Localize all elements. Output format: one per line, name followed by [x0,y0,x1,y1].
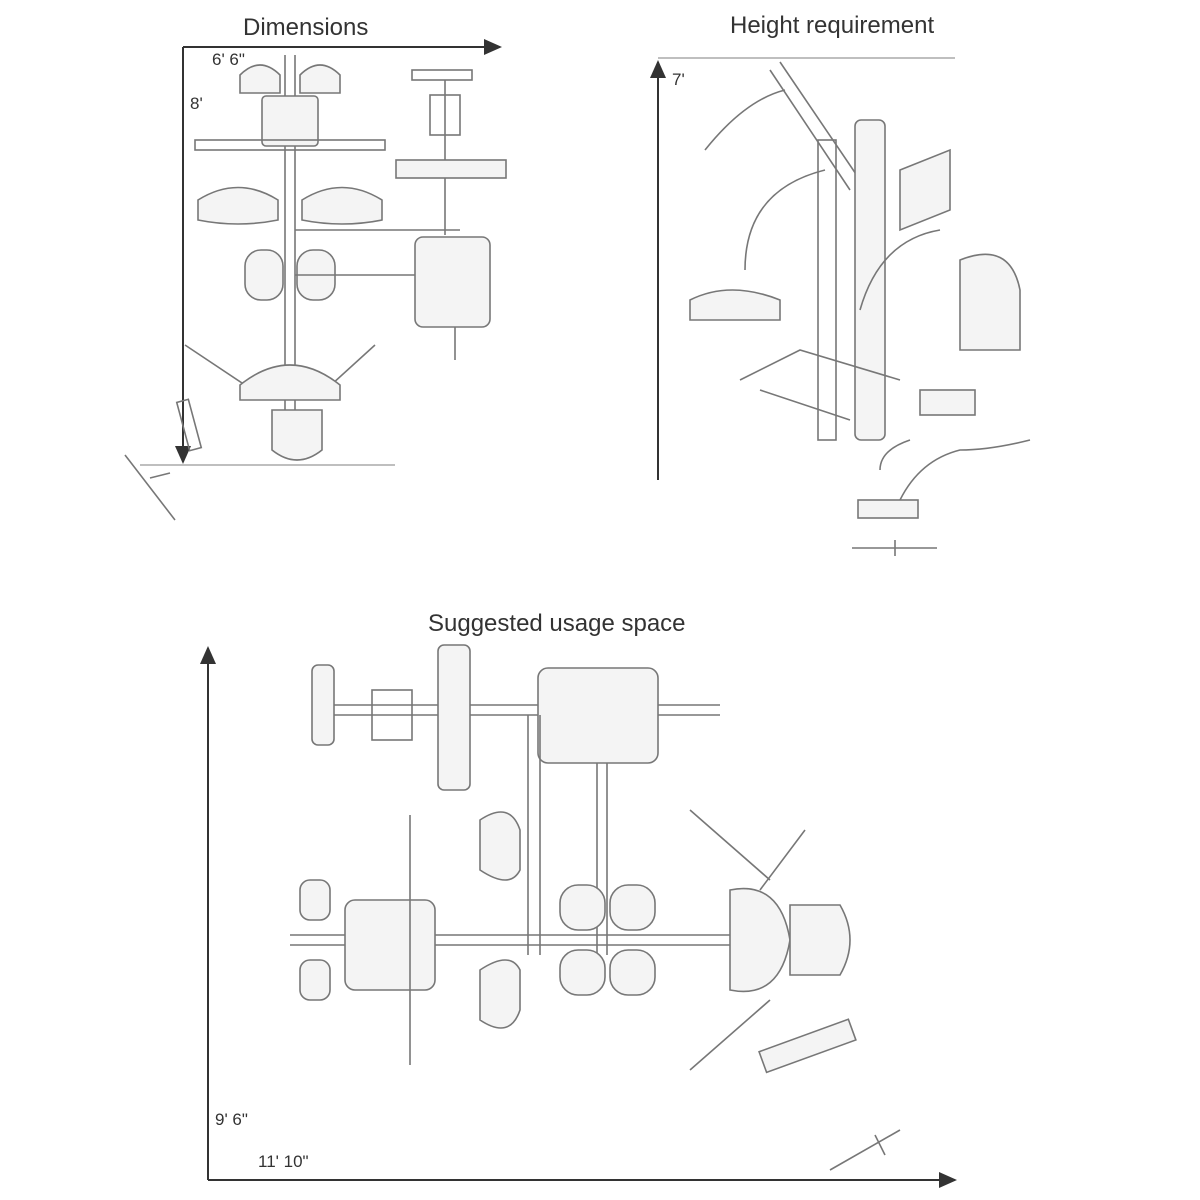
height-label: 7' [672,70,685,89]
dimensions-width-label: 6' 6" [212,50,245,69]
height-title: Height requirement [730,12,935,39]
gym-top-view-large [290,644,901,1171]
dimensions-title: Dimensions [243,14,369,41]
usage-axes [200,646,957,1188]
dimensions-depth-label: 8' [190,94,203,113]
height-axes [650,57,955,480]
usage-title: Suggested usage space [428,610,686,637]
gym-isometric-view [689,61,1031,556]
usage-depth-label: 9' 6" [215,1110,248,1129]
usage-width-label: 11' 10" [258,1152,309,1171]
dimensions-axes [140,39,502,466]
gym-top-view-small [124,55,507,521]
